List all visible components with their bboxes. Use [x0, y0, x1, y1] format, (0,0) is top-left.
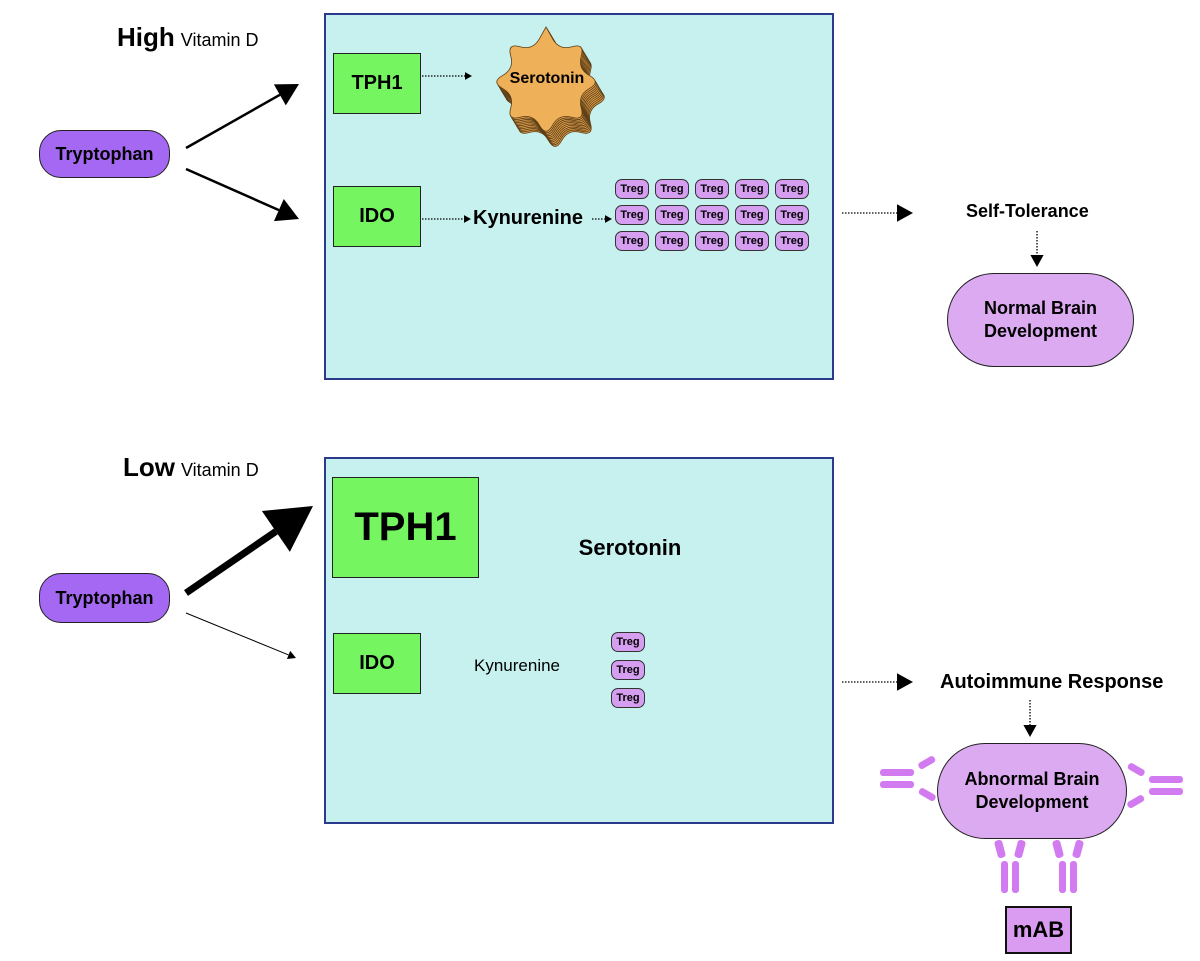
treg-cell: Treg [695, 231, 729, 251]
antibody-bottom-right-stem [1070, 861, 1077, 893]
low-tph1-box: TPH1 [332, 477, 479, 578]
treg-cell: Treg [615, 179, 649, 199]
antibody-bottom-left-arm [994, 839, 1006, 859]
antibody-right-arm [1127, 795, 1145, 808]
high-serotonin-shape-front [496, 26, 596, 132]
antibody-right-arm [1127, 763, 1145, 776]
high-tph1-to-serotonin-arrow-head [465, 72, 472, 80]
low-result-line2: Development [975, 792, 1089, 812]
high-arrow-to-ido [185, 167, 280, 212]
high-ido-box: IDO [333, 186, 421, 247]
antibody-left-arm [918, 756, 936, 770]
mab-label: mAB [1012, 917, 1065, 942]
treg-cell: Treg [655, 205, 689, 225]
high-outcome-label: Self-Tolerance [966, 201, 1089, 221]
mab-label-box: mAB [1005, 906, 1072, 954]
low-thin-arrow-to-ido-head [286, 650, 296, 660]
low-thick-arrow-to-tph1-head [261, 506, 313, 552]
antibody-right-stem [1149, 776, 1183, 783]
low-outcome-to-result-arrow-head [1023, 725, 1037, 737]
low-title-small: Vitamin D [181, 460, 259, 480]
high-title-bold: High [117, 22, 175, 52]
high-tryptophan-label: Tryptophan [55, 143, 154, 164]
high-tph1-label: TPH1 [351, 72, 403, 94]
high-result-oval: Normal Brain Development [947, 273, 1134, 367]
high-arrow-to-ido-head [273, 199, 299, 222]
high-ido-label: IDO [359, 205, 395, 227]
treg-cell: Treg [615, 205, 649, 225]
high-tph1-box: TPH1 [333, 53, 421, 114]
low-kynurenine-label: Kynurenine [474, 656, 561, 675]
low-result-line1: Abnormal Brain [964, 768, 1100, 789]
treg-cell: Treg [655, 231, 689, 251]
low-outcome-label: Autoimmune Response [940, 671, 1164, 693]
low-tph1-label: TPH1 [354, 505, 457, 549]
high-title-small: Vitamin D [180, 30, 259, 50]
treg-cell: Treg [775, 179, 809, 199]
low-tryptophan-node: Tryptophan [39, 573, 170, 623]
high-ido-to-kynurenine-arrow-head [464, 215, 471, 223]
high-arrow-to-tph1 [185, 93, 281, 150]
high-panel-to-outcome-arrow-head [897, 204, 913, 222]
treg-cell: Treg [735, 205, 769, 225]
low-vitamin-d-title: Low Vitamin D [123, 452, 259, 483]
high-serotonin-label: Serotonin [509, 70, 585, 87]
treg-cell: Treg [775, 231, 809, 251]
low-thin-arrow-to-ido [185, 612, 289, 656]
antibody-bottom-right-arm [1052, 839, 1064, 859]
low-thick-arrow-to-tph1 [184, 528, 278, 596]
antibody-bottom-left-arm [1014, 839, 1026, 859]
treg-cell: Treg [611, 632, 645, 652]
high-kynurenine-to-treg-arrow-head [605, 215, 612, 223]
low-result-oval: Abnormal Brain Development [937, 743, 1127, 839]
high-result-line2: Development [983, 321, 1098, 341]
antibody-bottom-right-arm [1072, 839, 1084, 859]
antibody-left-arm [918, 788, 936, 801]
high-arrow-to-tph1-head [273, 84, 299, 106]
high-kynurenine-label: Kynurenine [473, 207, 584, 229]
antibody-left-stem [880, 769, 914, 776]
treg-cell: Treg [695, 179, 729, 199]
low-ido-label: IDO [359, 652, 395, 674]
treg-cell: Treg [775, 205, 809, 225]
treg-cell: Treg [735, 179, 769, 199]
low-serotonin-label: Serotonin [578, 535, 682, 560]
antibody-bottom-left-stem [1001, 861, 1008, 893]
treg-cell: Treg [615, 231, 649, 251]
treg-cell: Treg [695, 205, 729, 225]
antibody-bottom-left-stem [1012, 861, 1019, 893]
treg-cell: Treg [611, 660, 645, 680]
antibody-bottom-right-stem [1059, 861, 1066, 893]
high-tryptophan-node: Tryptophan [39, 130, 170, 178]
low-tryptophan-label: Tryptophan [55, 587, 154, 608]
treg-cell: Treg [611, 688, 645, 708]
high-outcome-to-result-arrow-head [1030, 255, 1044, 267]
high-result-line1: Normal Brain [983, 297, 1098, 318]
treg-cell: Treg [655, 179, 689, 199]
low-ido-box: IDO [333, 633, 421, 694]
treg-cell: Treg [735, 231, 769, 251]
antibody-right-stem [1149, 788, 1183, 795]
low-title-bold: Low [123, 452, 175, 482]
low-panel-to-outcome-arrow-head [897, 673, 913, 691]
antibody-left-stem [880, 781, 914, 788]
